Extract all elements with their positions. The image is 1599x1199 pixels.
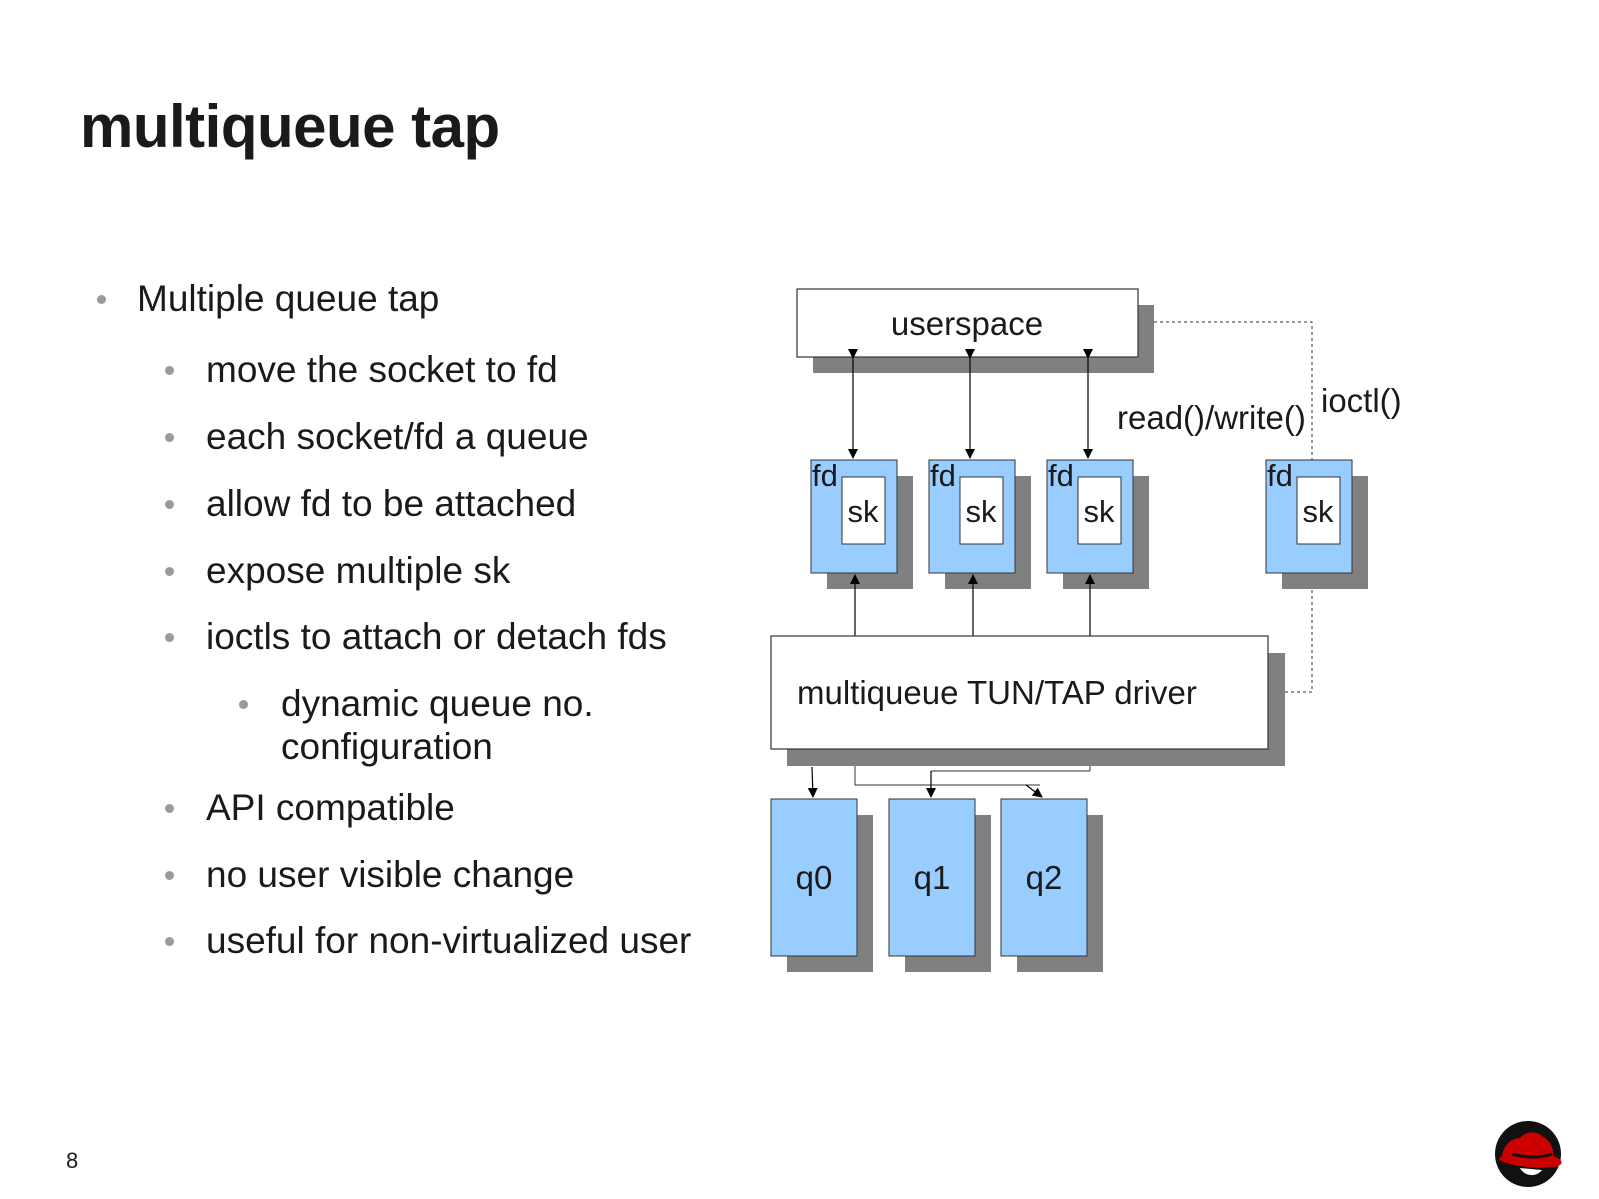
bullet-text: dynamic queue no.: [281, 683, 594, 724]
fd-label: fd: [1267, 458, 1293, 493]
bullet-item: Multiple queue tap: [97, 277, 440, 321]
queue-box: q1: [888, 798, 991, 972]
fd-label: fd: [930, 458, 956, 493]
bullet-dot: [165, 366, 174, 375]
userspace-label: userspace: [891, 305, 1043, 342]
bullet-text: each socket/fd a queue: [206, 416, 589, 457]
sk-label: sk: [1084, 494, 1116, 529]
bullet-dot: [165, 871, 174, 880]
fd-box: fd sk: [810, 458, 913, 589]
bullet-item: allow fd to be attached: [165, 482, 577, 526]
sk-label: sk: [1303, 494, 1335, 529]
bullet-item: dynamic queue no.: [239, 682, 594, 726]
rw-arrows: [848, 349, 1093, 459]
ioctl-dashed-line-top: [1154, 321, 1313, 460]
fd-box-detached: fd sk: [1265, 458, 1368, 589]
fd-label: fd: [812, 458, 838, 493]
bullet-text: expose multiple sk: [206, 550, 511, 591]
sk-label: sk: [848, 494, 880, 529]
bullet-text: Multiple queue tap: [137, 278, 440, 319]
bullet-text: move the socket to fd: [206, 349, 558, 390]
queue-rect: [770, 798, 858, 957]
fd-box: fd sk: [1046, 458, 1149, 589]
bullet-item: no user visible change: [165, 853, 575, 897]
queue-label: q1: [914, 859, 951, 896]
queue-arrow: [1025, 784, 1043, 798]
sk-label: sk: [966, 494, 998, 529]
queue-rect: [888, 798, 976, 957]
bullet-text: no user visible change: [206, 854, 575, 895]
bullet-dot: [239, 700, 248, 709]
bullet-item: expose multiple sk: [165, 549, 511, 593]
bullet-text: configuration: [281, 726, 493, 767]
bullet-continuation: configuration: [281, 725, 493, 769]
queue-connectors: [807, 766, 1091, 798]
bullet-item: each socket/fd a queue: [165, 415, 589, 459]
queue-label: q2: [1026, 859, 1063, 896]
queue-arrow: [807, 766, 818, 798]
fd-label: fd: [1048, 458, 1074, 493]
fd-box: fd sk: [928, 458, 1031, 589]
page-number: 8: [66, 1148, 79, 1173]
bullet-item: API compatible: [165, 786, 455, 830]
bullet-dot: [165, 937, 174, 946]
queue-rect: [1000, 798, 1088, 957]
queue-connector-line: [854, 766, 1040, 786]
slide-title: multiqueue tap: [80, 93, 500, 160]
driver-rect: [770, 635, 1269, 750]
driver-label: multiqueue TUN/TAP driver: [797, 674, 1197, 711]
bullet-dot: [165, 500, 174, 509]
ioctl-label: ioctl(): [1321, 382, 1402, 419]
redhat-logo-icon: [1495, 1121, 1562, 1187]
userspace-rect: [796, 288, 1139, 358]
bullet-text: API compatible: [206, 787, 455, 828]
sk-rect: [1296, 476, 1341, 545]
driver-box: multiqueue TUN/TAP driver: [770, 635, 1285, 766]
bullet-text: allow fd to be attached: [206, 483, 577, 524]
queue-box: q0: [770, 798, 873, 972]
ioctl-dashed-line-bottom: [1269, 590, 1313, 697]
bullet-item: useful for non-virtualized user: [165, 919, 692, 963]
sk-rect: [1077, 476, 1122, 545]
userspace-box: userspace: [796, 288, 1154, 373]
bullet-text: useful for non-virtualized user: [206, 920, 692, 961]
sk-rect: [959, 476, 1004, 545]
queue-box: q2: [1000, 798, 1103, 972]
sk-rect: [841, 476, 886, 545]
bullet-dot: [97, 295, 106, 304]
bullet-item: move the socket to fd: [165, 348, 558, 392]
queue-label: q0: [796, 859, 833, 896]
bullet-text: ioctls to attach or detach fds: [206, 616, 667, 657]
read-write-label: read()/write(): [1117, 399, 1306, 436]
ioctl-path: [1154, 321, 1313, 697]
bullet-item: ioctls to attach or detach fds: [165, 615, 667, 659]
bullet-dot: [165, 567, 174, 576]
driver-to-fd-arrows: [850, 574, 1095, 636]
bullet-dot: [165, 804, 174, 813]
bullet-dot: [165, 633, 174, 642]
bullet-dot: [165, 433, 174, 442]
